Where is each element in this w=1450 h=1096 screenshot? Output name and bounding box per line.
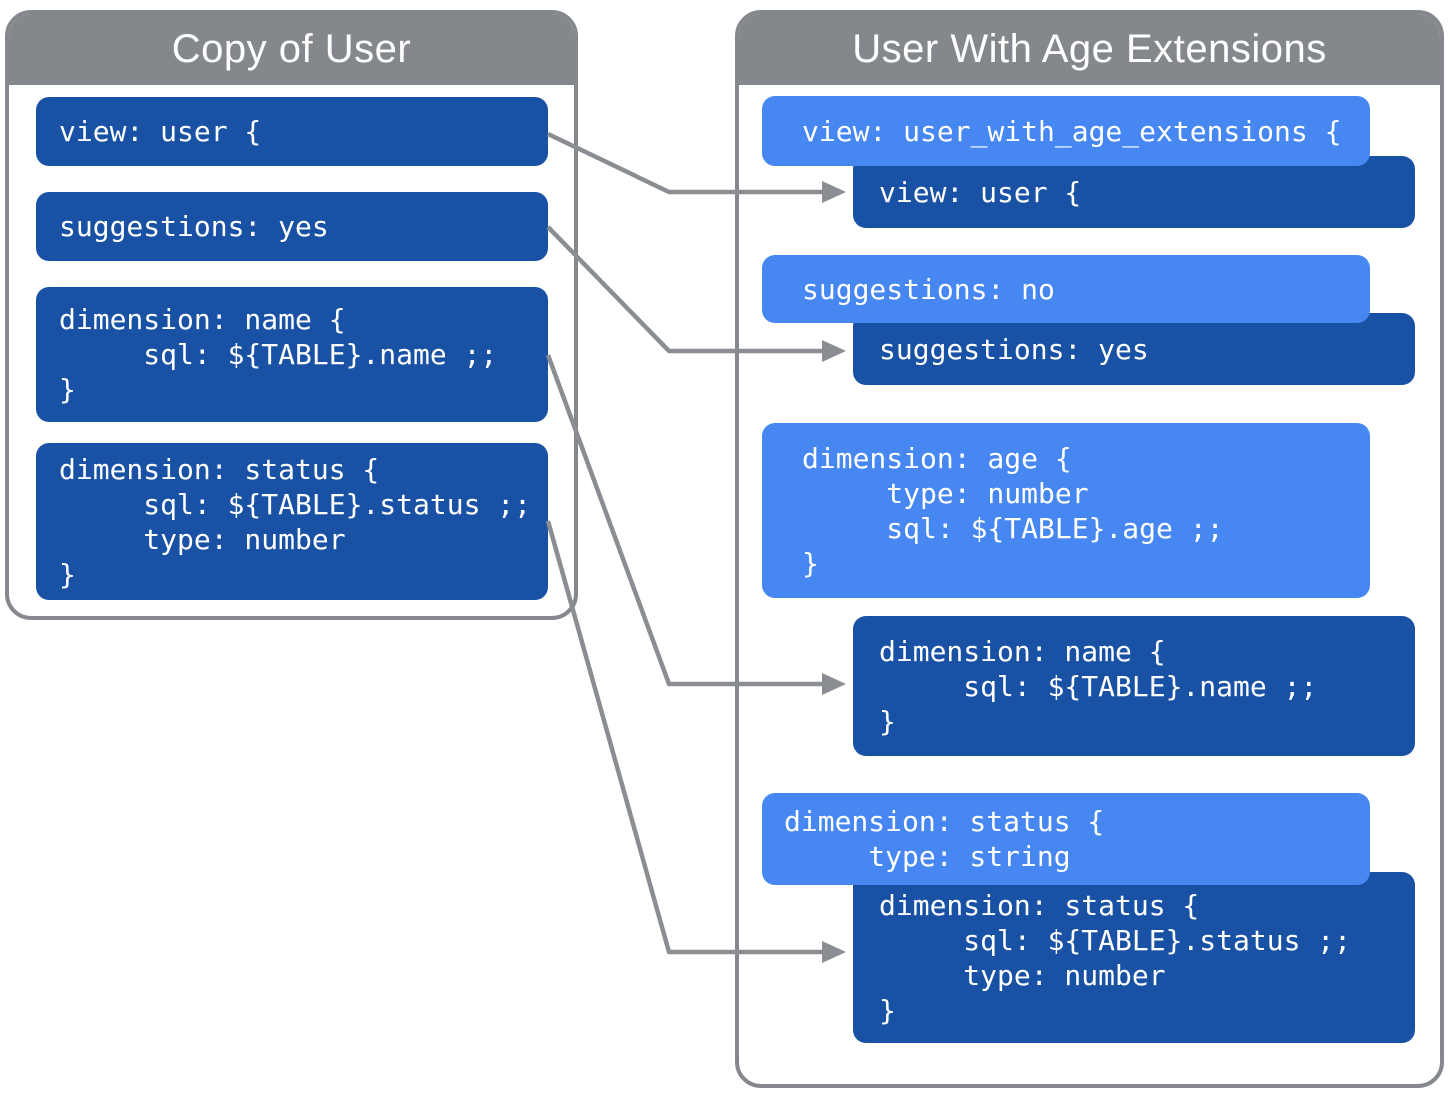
code-line: view: user_with_age_extensions { <box>802 114 1342 148</box>
code-line: } <box>802 546 819 580</box>
code-line: dimension: age { <box>802 441 1072 475</box>
code-block-suggestions-inherited: suggestions: yes <box>853 313 1415 385</box>
code-line: suggestions: yes <box>879 332 1149 366</box>
code-line: type: number <box>879 958 1166 992</box>
code-line: } <box>59 557 76 591</box>
code-line: suggestions: yes <box>59 210 329 243</box>
code-line: sql: ${TABLE}.name ;; <box>879 669 1318 703</box>
code-block-dimension-name: dimension: name { sql: ${TABLE}.name ;; … <box>36 287 548 422</box>
code-line: } <box>879 704 896 738</box>
code-block-dimension-status: dimension: status { sql: ${TABLE}.status… <box>36 443 548 600</box>
code-block-view-extended: view: user_with_age_extensions { <box>762 96 1370 166</box>
code-block-view-inherited: view: user { <box>853 156 1415 228</box>
left-panel-title: Copy of User <box>171 27 412 71</box>
code-line: sql: ${TABLE}.name ;; <box>59 338 498 371</box>
code-block-dimension-status-override: dimension: status { type: string <box>762 793 1370 885</box>
code-line: dimension: status { <box>784 805 1105 838</box>
right-panel-header: User With Age Extensions <box>739 14 1440 85</box>
code-block-view-user: view: user { <box>36 97 548 166</box>
code-block-suggestions-yes: suggestions: yes <box>36 192 548 261</box>
code-block-dimension-name-inherited: dimension: name { sql: ${TABLE}.name ;; … <box>853 616 1415 756</box>
code-line: dimension: status { <box>879 888 1200 922</box>
code-line: dimension: name { <box>59 303 346 336</box>
code-line: view: user { <box>879 175 1082 209</box>
code-block-dimension-age: dimension: age { type: number sql: ${TAB… <box>762 423 1370 598</box>
code-line: } <box>879 993 896 1027</box>
code-line: dimension: name { <box>879 634 1166 668</box>
code-line: view: user { <box>59 115 262 148</box>
code-line: } <box>59 373 76 406</box>
code-line: sql: ${TABLE}.status ;; <box>59 487 532 521</box>
code-line: type: string <box>784 840 1071 873</box>
code-line: type: number <box>59 522 346 556</box>
code-line: dimension: status { <box>59 452 380 486</box>
code-block-suggestions-override: suggestions: no <box>762 255 1370 323</box>
code-line: sql: ${TABLE}.status ;; <box>879 923 1352 957</box>
code-line: suggestions: no <box>802 272 1055 306</box>
left-panel-header: Copy of User <box>9 14 574 85</box>
code-line: sql: ${TABLE}.age ;; <box>802 511 1224 545</box>
right-panel-title: User With Age Extensions <box>852 27 1327 71</box>
code-block-dimension-status-inherited: dimension: status { sql: ${TABLE}.status… <box>853 872 1415 1043</box>
code-line: type: number <box>802 476 1089 510</box>
